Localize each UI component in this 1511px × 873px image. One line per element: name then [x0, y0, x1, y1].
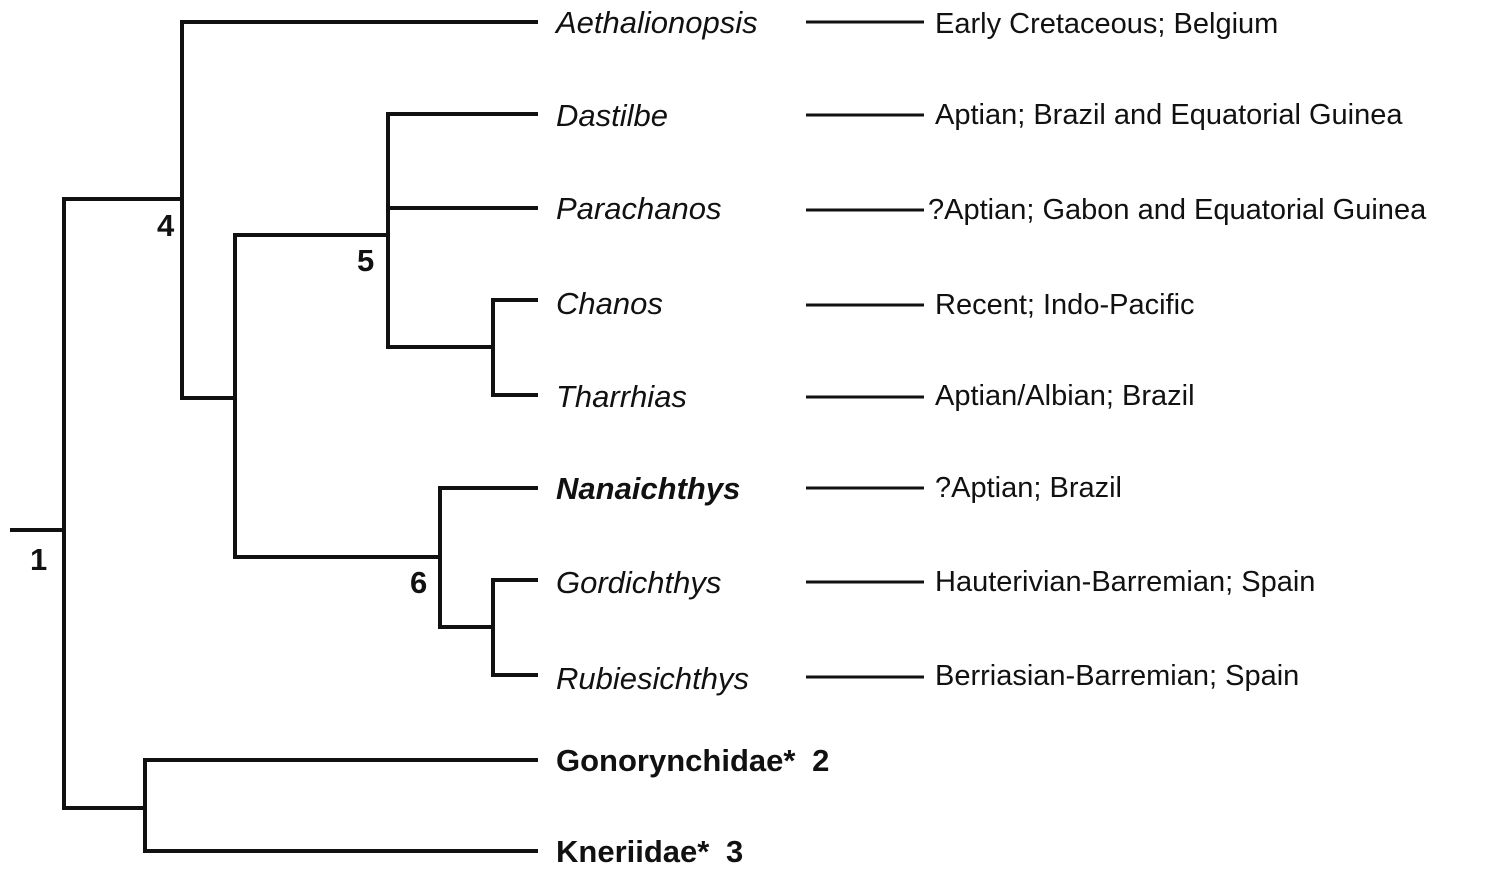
node-label-4: 4 [157, 208, 175, 243]
range-label-chanos: Recent; Indo-Pacific [935, 289, 1195, 321]
range-labels: Early Cretaceous; Belgium Aptian; Brazil… [928, 8, 1427, 692]
tree-branches [10, 20, 538, 853]
range-label-aethalionopsis: Early Cretaceous; Belgium [935, 8, 1278, 40]
range-connectors [806, 20, 924, 679]
outgroup-labels: Gonorynchidae* 2 Kneriidae* 3 [556, 743, 829, 869]
range-label-gordichthys: Hauterivian-Barremian; Spain [935, 566, 1315, 598]
taxon-label-tharrhias: Tharrhias [556, 379, 687, 414]
range-label-dastilbe: Aptian; Brazil and Equatorial Guinea [935, 99, 1403, 131]
node-label-6: 6 [410, 565, 427, 600]
range-label-nanaichthys: ?Aptian; Brazil [935, 472, 1122, 504]
group-label-kneriidae: Kneriidae* 3 [556, 834, 743, 869]
taxon-labels: Aethalionopsis Dastilbe Parachanos Chano… [554, 5, 758, 696]
taxon-label-aethalionopsis: Aethalionopsis [554, 5, 758, 40]
range-label-rubiesichthys: Berriasian-Barremian; Spain [935, 660, 1299, 692]
taxon-label-rubiesichthys: Rubiesichthys [556, 661, 749, 696]
group-node-number-3: 3 [726, 834, 743, 869]
taxon-label-dastilbe: Dastilbe [556, 98, 668, 133]
taxon-label-nanaichthys: Nanaichthys [556, 471, 740, 506]
range-label-parachanos: ?Aptian; Gabon and Equatorial Guinea [928, 194, 1427, 226]
node-label-1: 1 [30, 542, 47, 577]
group-name-kneriidae: Kneriidae* [556, 834, 710, 869]
range-label-tharrhias: Aptian/Albian; Brazil [935, 380, 1195, 412]
taxon-label-parachanos: Parachanos [556, 191, 721, 226]
group-label-gonorynchidae: Gonorynchidae* 2 [556, 743, 829, 778]
group-name-gonorynchidae: Gonorynchidae* [556, 743, 796, 778]
node-labels: 1 4 5 6 [30, 208, 427, 600]
taxon-label-gordichthys: Gordichthys [556, 565, 721, 600]
taxon-label-chanos: Chanos [556, 286, 663, 321]
node-label-5: 5 [357, 243, 374, 278]
group-node-number-2: 2 [812, 743, 829, 778]
